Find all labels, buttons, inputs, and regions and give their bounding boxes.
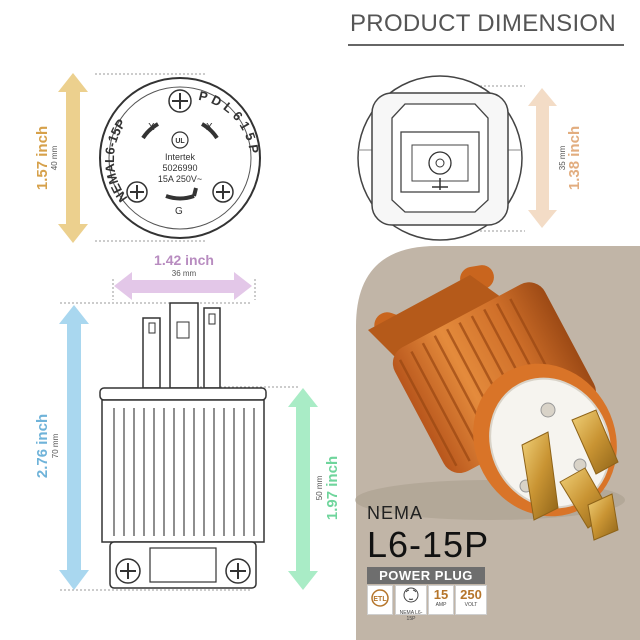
face-screw-right bbox=[212, 181, 234, 203]
mark-x-right: X bbox=[206, 122, 213, 133]
badge-category: POWER PLUG bbox=[367, 567, 485, 584]
total-length-mm: 70 mm bbox=[51, 433, 60, 458]
badge-brand: NEMA bbox=[367, 503, 424, 523]
etl-chip: ETL bbox=[367, 585, 393, 615]
amp-value: 15 bbox=[433, 587, 449, 602]
body-length-inch: 1.97 inch bbox=[324, 456, 341, 520]
mark-x-left: X bbox=[148, 122, 155, 133]
face-height-inch: 1.57 inch bbox=[34, 126, 51, 190]
amp-unit: AMP bbox=[435, 602, 447, 608]
face-screw-left bbox=[126, 181, 148, 203]
clamp-screw-right-icon bbox=[225, 558, 251, 584]
plug-face-icon bbox=[403, 587, 419, 603]
badge-model: L6-15P bbox=[367, 524, 490, 565]
arrow-back-diameter bbox=[528, 88, 557, 228]
volt-value: 250 bbox=[460, 587, 482, 602]
amp-chip: 15 AMP bbox=[428, 585, 454, 615]
width-inch: 1.42 inch bbox=[154, 252, 214, 268]
cert-number: 5026990 bbox=[162, 163, 197, 173]
nema-code: NEMA L6-15P bbox=[399, 610, 423, 622]
nema-code-chip: NEMA L6-15P bbox=[395, 585, 427, 622]
arrow-width bbox=[114, 272, 252, 300]
volt-unit: VOLT bbox=[464, 602, 478, 608]
svg-text:UL: UL bbox=[175, 138, 185, 145]
face-height-mm: 40 mm bbox=[50, 145, 59, 170]
title-underline bbox=[348, 44, 624, 46]
ul-logo-icon bbox=[171, 131, 189, 149]
etl-listed-icon: ETL bbox=[371, 589, 389, 607]
face-screw-top bbox=[168, 89, 192, 113]
rating-text: 15A 250V~ bbox=[158, 174, 202, 184]
body-length-mm: 50 mm bbox=[315, 475, 324, 500]
plug-photo bbox=[355, 265, 625, 541]
back-diameter-mm: 35 mm bbox=[558, 145, 567, 170]
arrow-body-length bbox=[288, 388, 318, 590]
clamp-screw-left-icon bbox=[115, 558, 141, 584]
mark-g: G bbox=[175, 206, 183, 217]
arrow-total-length bbox=[59, 305, 89, 590]
width-mm: 36 mm bbox=[172, 269, 197, 278]
back-view-drawing bbox=[357, 75, 525, 241]
total-length-inch: 2.76 inch bbox=[34, 414, 51, 478]
page-title: PRODUCT DIMENSION bbox=[350, 10, 617, 37]
side-view-drawing bbox=[60, 302, 300, 591]
back-diameter-inch: 1.38 inch bbox=[566, 126, 583, 190]
arrow-face-height bbox=[58, 73, 88, 243]
cert-name: Intertek bbox=[165, 152, 196, 162]
svg-text:ETL: ETL bbox=[373, 596, 387, 603]
face-view-drawing: UL NEMAL6-15P PDL615P X X G Intertek 502… bbox=[95, 73, 261, 242]
volt-chip: 250 VOLT bbox=[455, 585, 487, 615]
